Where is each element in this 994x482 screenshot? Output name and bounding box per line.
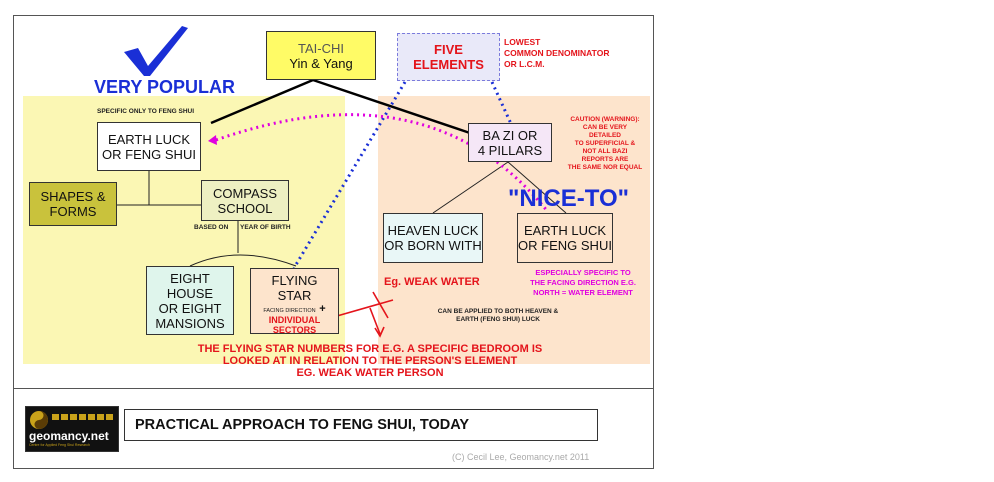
facing-direction-label: FACING DIRECTION bbox=[263, 308, 316, 314]
specific-only-note: SPECIFIC ONLY TO FENG SHUI bbox=[97, 108, 195, 115]
logo-subtext: Centre for Applied Feng Shui Research bbox=[29, 443, 90, 447]
earth-luck-link bbox=[215, 113, 550, 213]
especially-note: ESPECIALLY SPECIFIC TO THE FACING DIRECT… bbox=[530, 268, 636, 297]
tai-chi-node: TAI-CHI Yin & Yang bbox=[266, 31, 376, 80]
tai-chi-branches bbox=[210, 78, 471, 135]
tree-lines bbox=[117, 161, 567, 267]
logo-chinese-strip bbox=[52, 414, 114, 420]
footer-divider bbox=[13, 388, 654, 389]
earth-luck-right-node: EARTH LUCK OR FENG SHUI bbox=[517, 213, 613, 263]
yin-yang-logo-icon bbox=[30, 411, 48, 429]
facing-direction-row: FACING DIRECTION + bbox=[263, 303, 325, 315]
logo-text: geomancy.net bbox=[29, 429, 109, 443]
five-elements-links bbox=[292, 81, 514, 269]
geomancy-logo: geomancy.net Centre for Applied Feng Shu… bbox=[25, 406, 119, 452]
check-mark-icon bbox=[124, 26, 188, 76]
individual-sectors-label: INDIVIDUAL SECTORS bbox=[268, 315, 321, 335]
yin-yang-label: Yin & Yang bbox=[289, 55, 353, 71]
nice-to-label: "NICE-TO" bbox=[508, 185, 629, 212]
bazi-node: BA ZI OR 4 PILLARS bbox=[468, 123, 552, 162]
copyright: (C) Cecil Lee, Geomancy.net 2011 bbox=[452, 452, 590, 462]
year-of-birth-label: YEAR OF BIRTH bbox=[240, 224, 291, 231]
flying-star-bottom-note: THE FLYING STAR NUMBERS FOR E.G. A SPECI… bbox=[197, 343, 543, 379]
caution-note: CAUTION (WARNING): CAN BE VERY DETAILED … bbox=[567, 116, 643, 171]
plus-sign: + bbox=[319, 303, 326, 315]
eight-house-node: EIGHT HOUSE OR EIGHT MANSIONS bbox=[146, 266, 234, 335]
flying-star-label: FLYING STAR bbox=[271, 273, 318, 303]
lcm-note: LOWEST COMMON DENOMINATOR OR L.C.M. bbox=[504, 37, 610, 69]
weak-water-label: Eg. WEAK WATER bbox=[384, 276, 480, 288]
heaven-luck-node: HEAVEN LUCK OR BORN WITH bbox=[383, 213, 483, 263]
tai-chi-label: TAI-CHI bbox=[298, 40, 344, 56]
shapes-forms-node: SHAPES & FORMS bbox=[29, 182, 117, 226]
based-on-label: BASED ON bbox=[194, 224, 229, 231]
earth-luck-left-node: EARTH LUCK OR FENG SHUI bbox=[97, 122, 201, 171]
very-popular-label: VERY POPULAR bbox=[94, 77, 236, 97]
diagram-title: PRACTICAL APPROACH TO FENG SHUI, TODAY bbox=[124, 409, 598, 441]
applied-note: CAN BE APPLIED TO BOTH HEAVEN & EARTH (F… bbox=[437, 308, 559, 323]
compass-school-node: COMPASS SCHOOL bbox=[201, 180, 289, 221]
five-elements-node: FIVE ELEMENTS bbox=[397, 33, 500, 81]
flying-star-node: FLYING STAR FACING DIRECTION + INDIVIDUA… bbox=[250, 268, 339, 335]
